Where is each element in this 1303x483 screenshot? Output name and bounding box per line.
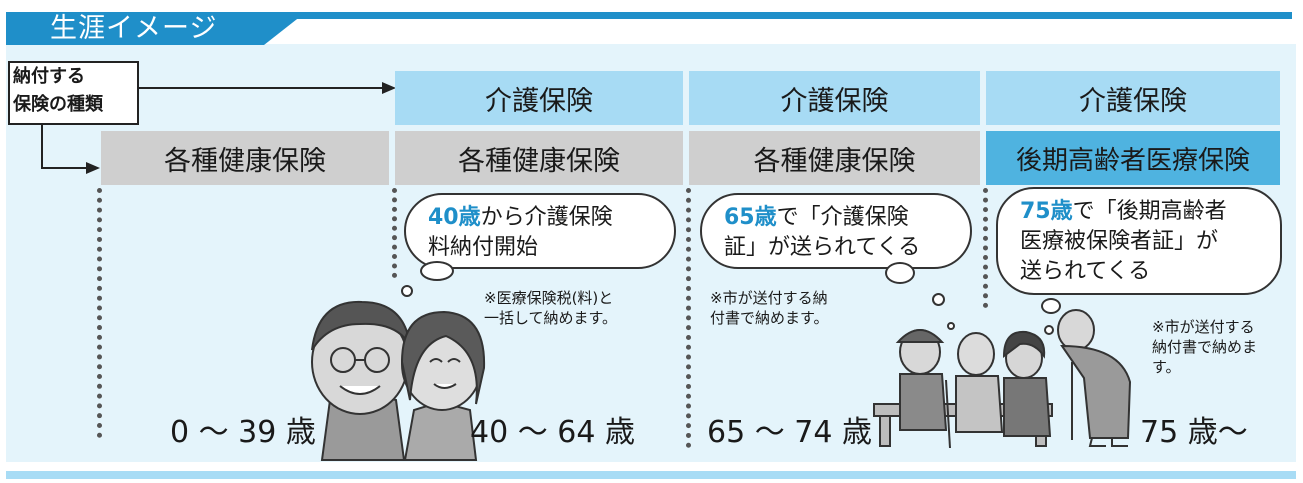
- koki-box-col4: 後期高齢者医療保険: [986, 131, 1280, 185]
- arrow-to-kaigo-row: [139, 82, 396, 94]
- thought-puff: [1041, 298, 1061, 314]
- divider-col1: [97, 188, 102, 438]
- legend-line-1: 納付する: [13, 66, 85, 87]
- bubble-75-line3: 送られてくる: [1020, 259, 1151, 284]
- arrow-to-kenko-row: [41, 125, 100, 174]
- elderly-cane-illustration: [1057, 309, 1132, 447]
- bubble-75-line2: 医療被保険者証」が: [1020, 229, 1219, 254]
- header-rule: [6, 12, 1292, 19]
- note-col4-line3: す。: [1152, 358, 1181, 376]
- age-label-col2: 40 ～ 64 歳: [470, 415, 635, 450]
- age-label-col4: 75 歳～: [1140, 415, 1248, 450]
- legend-box: 納付する 保険の種類: [8, 61, 139, 125]
- thought-puff: [1044, 325, 1054, 335]
- divider-col3: [686, 188, 691, 448]
- seniors-bench-illustration: [873, 329, 1053, 449]
- bubble-65-line1: で「介護保険: [776, 205, 909, 230]
- speech-bubble-65: 65歳で「介護保険 証」が送られてくる: [700, 193, 972, 269]
- bubble-40-highlight: 40歳: [428, 205, 481, 230]
- age-label-col1: 0 ～ 39 歳: [170, 415, 316, 450]
- bubble-40-line1: から介護保険: [480, 205, 613, 230]
- bubble-75-line1: で「後期高齢者: [1072, 199, 1227, 224]
- note-col4: ※市が送付する 納付書で納めま す。: [1152, 317, 1257, 377]
- bubble-40-line2: 料納付開始: [428, 235, 539, 260]
- speech-bubble-75: 75歳で「後期高齢者 医療被保険者証」が 送られてくる: [996, 187, 1282, 295]
- note-col3-line1: ※市が送付する納: [710, 289, 828, 307]
- age-label-col3: 65 ～ 74 歳: [707, 415, 872, 450]
- speech-bubble-40: 40歳から介護保険 料納付開始: [404, 193, 676, 269]
- note-col2-line1: ※医療保険税(料)と: [484, 289, 614, 307]
- thought-puff: [420, 261, 454, 281]
- kenko-box-col3: 各種健康保険: [689, 131, 980, 185]
- kaigo-box-col2: 介護保険: [395, 71, 683, 125]
- note-col2-line2: 一括して納めます。: [484, 309, 618, 327]
- title-tab: [6, 12, 306, 45]
- note-col4-line1: ※市が送付する: [1152, 318, 1255, 336]
- kenko-box-col2: 各種健康保険: [395, 131, 683, 185]
- bubble-65-highlight: 65歳: [724, 205, 777, 230]
- thought-puff: [401, 285, 413, 297]
- couple-illustration: [311, 300, 486, 461]
- footer-rule: [6, 471, 1296, 479]
- divider-col2: [392, 188, 397, 278]
- note-col3: ※市が送付する納 付書で納めます。: [710, 288, 829, 328]
- divider-col4: [983, 188, 988, 308]
- thought-puff: [932, 293, 945, 306]
- note-col4-line2: 納付書で納めま: [1152, 338, 1258, 356]
- bubble-75-highlight: 75歳: [1020, 199, 1073, 224]
- legend-line-2: 保険の種類: [13, 94, 103, 115]
- kaigo-box-col3: 介護保険: [689, 71, 980, 125]
- page-title: 生涯イメージ: [50, 13, 218, 44]
- kenko-box-col1: 各種健康保険: [101, 131, 389, 185]
- note-col3-line2: 付書で納めます。: [710, 309, 829, 327]
- kaigo-box-col4: 介護保険: [986, 71, 1280, 125]
- bubble-65-line2: 証」が送られてくる: [724, 235, 921, 260]
- thought-puff: [885, 262, 915, 284]
- thought-puff: [947, 322, 955, 330]
- note-col2: ※医療保険税(料)と 一括して納めます。: [484, 288, 617, 328]
